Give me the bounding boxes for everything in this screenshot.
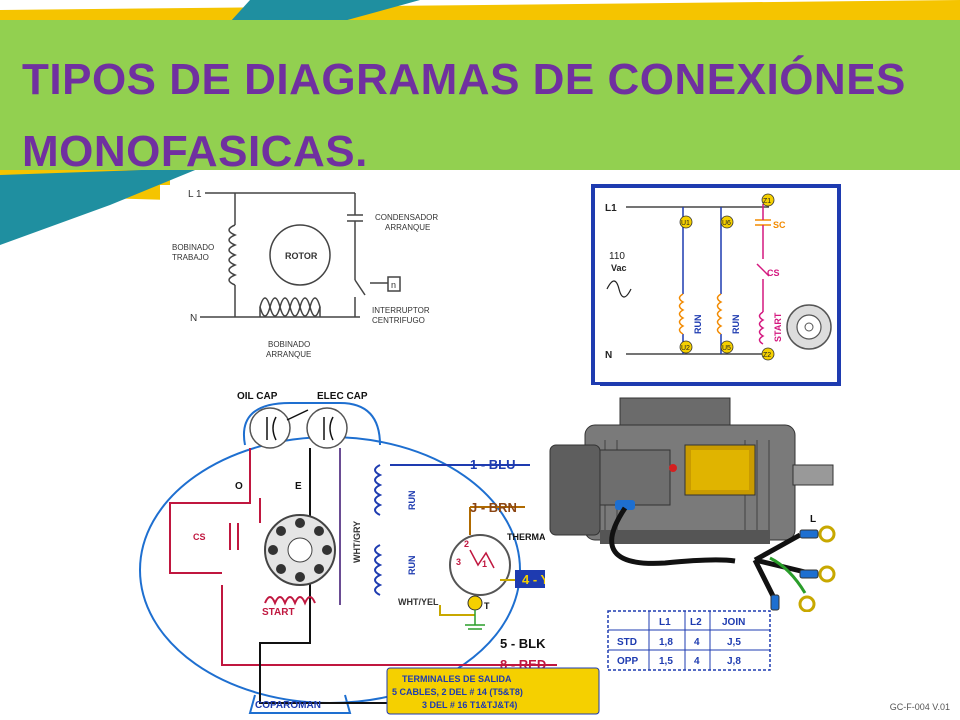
motor-body	[549, 397, 834, 544]
d3-brn-label: J - BRN	[470, 500, 517, 515]
d2-voltage: 110	[609, 251, 625, 262]
d1-bobinado-arranque-1: BOBINADO	[268, 340, 310, 349]
table-header-l2: L2	[690, 617, 702, 628]
d3-terminals-line1: 5 CABLES, 2 DEL # 14 (T5&T8)	[392, 687, 523, 697]
footer-code: GC-F-004 V.01	[889, 702, 950, 712]
d3-terminals-box	[386, 667, 600, 715]
table-row-opp-label: OPP	[617, 656, 638, 667]
d3-coparoman-label: COPAROMAN	[255, 700, 321, 711]
d2-cs-label: CS	[767, 268, 780, 278]
d3-oil-cap-label: OIL CAP	[237, 391, 278, 402]
d1-switch-symbol: n	[391, 280, 396, 290]
table-header-join: JOIN	[722, 617, 745, 628]
d2-run-label-1: RUN	[693, 315, 703, 335]
slide-title-line1: TIPOS DE DIAGRAMAS DE CONEXIÓNES	[22, 55, 906, 104]
d2-sc-label: SC	[773, 220, 786, 230]
connection-table: L1 L2 JOIN STD 1,8 4 J,5 OPP 1,5 4 J,8	[607, 610, 771, 671]
d3-run-label-2: RUN	[407, 556, 417, 576]
table-row-opp-join: J,8	[727, 656, 741, 667]
d3-wht-yel-label: WHT/YEL	[398, 597, 439, 607]
d2-n-label: N	[605, 350, 612, 361]
d3-start-label: START	[262, 607, 295, 618]
d3-thermal-protector	[449, 534, 511, 596]
diagram-schematic-2: L1 N 110 Vac U1 U2 U6 U5 Z1 Z2 SC CS R	[591, 184, 841, 386]
d3-run-label-1: RUN	[407, 491, 417, 511]
d3-cs-label: CS	[193, 532, 206, 542]
d1-interruptor-2: CENTRIFUGO	[372, 316, 425, 325]
d3-ground-terminal	[467, 595, 483, 611]
d2-start-label: START	[773, 312, 783, 342]
table-row-std-label: STD	[617, 637, 637, 648]
ac-symbol	[606, 280, 632, 298]
d3-blu-label: 1 - BLU	[470, 457, 516, 472]
d2-term-z1: Z1	[763, 198, 771, 205]
d3-thermal-num-1: 1	[482, 559, 487, 569]
d3-thermal-label: THERMAL	[507, 532, 551, 542]
table-row-opp-l1: 1,5	[659, 656, 673, 667]
d1-n-label: N	[190, 313, 197, 324]
slide-title-line2: MONOFASICAS.	[22, 127, 368, 176]
d2-term-u1: U1	[681, 220, 690, 227]
d3-t-label: T	[484, 601, 490, 611]
d3-thermal-num-2: 2	[464, 539, 469, 549]
d3-wht-gry-label: WHT/GRY	[352, 521, 362, 563]
d1-rotor-label: ROTOR	[285, 251, 318, 261]
d2-term-u2: U2	[681, 345, 690, 352]
d3-terminals-line2: 3 DEL # 16 T1&TJ&T4)	[422, 700, 517, 710]
d2-vac: Vac	[611, 263, 627, 273]
d1-bobinado-trabajo-2: TRABAJO	[172, 253, 209, 262]
d2-l1-label: L1	[605, 203, 617, 214]
d3-thermal-num-3: 3	[456, 557, 461, 567]
d1-bobinado-arranque-2: ARRANQUE	[266, 350, 311, 359]
d1-condensador-2: ARRANQUE	[385, 223, 430, 232]
d3-terminals-title: TERMINALES DE SALIDA	[402, 674, 512, 684]
diagram-schematic-1: L 1 N ROTOR n BOBINADO TRABAJO CONDENSAD…	[160, 185, 460, 370]
d2-motor-icon	[786, 304, 832, 350]
d3-e-label: E	[295, 481, 302, 492]
motor-label-l-top: L	[810, 514, 816, 525]
motor-illustration: L L T	[545, 390, 860, 612]
title-band	[0, 20, 960, 170]
d2-term-u6: U6	[722, 220, 731, 227]
rotor-circle	[269, 224, 331, 286]
table-header-l1: L1	[659, 617, 671, 628]
d1-l1-label: L 1	[188, 189, 202, 200]
teal-swoosh-left	[0, 168, 200, 245]
diagram-compressor-wiring: OIL CAP ELEC CAP O E CS WHT/GRY RUN	[130, 385, 600, 717]
table-row-std-join: J,5	[727, 637, 741, 648]
table-row-opp-l2: 4	[694, 656, 700, 667]
d2-term-u5: U5	[722, 345, 731, 352]
table-row-std-l1: 1,8	[659, 637, 673, 648]
d2-run-label-2: RUN	[731, 315, 741, 335]
table-row-std-l2: 4	[694, 637, 700, 648]
teal-swoosh-top	[230, 0, 420, 22]
d3-motor-rotor	[264, 514, 336, 586]
d3-elec-cap-label: ELEC CAP	[317, 391, 368, 402]
d3-blk-label: 5 - BLK	[500, 636, 546, 651]
d3-o-label: O	[235, 481, 243, 492]
d1-bobinado-trabajo-1: BOBINADO	[172, 243, 214, 252]
d1-condensador-1: CONDENSADOR	[375, 213, 438, 222]
d2-term-z2: Z2	[763, 352, 771, 359]
d1-interruptor-1: INTERRUPTOR	[372, 306, 430, 315]
